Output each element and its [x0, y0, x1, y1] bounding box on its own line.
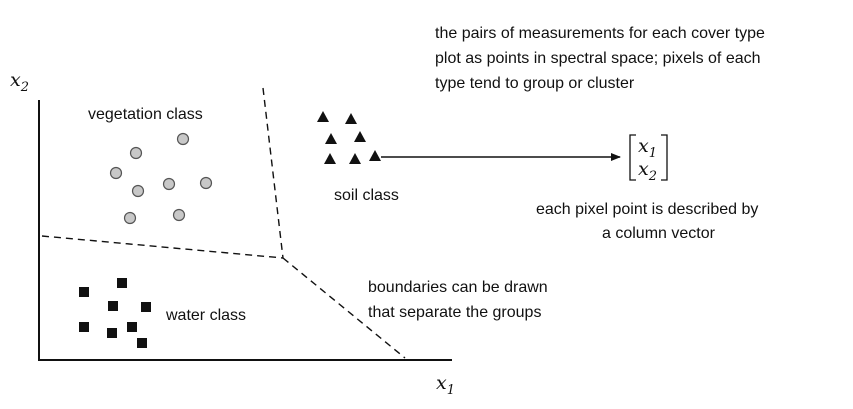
vector-explanation-line: a column vector	[602, 225, 716, 242]
water-point	[117, 278, 127, 288]
vegetation-point	[176, 132, 190, 146]
left-bracket	[629, 134, 636, 181]
boundary-vegetation-soil	[262, 87, 284, 259]
water-point	[79, 322, 89, 332]
vegetation-point	[172, 208, 186, 222]
vegetation-point	[129, 146, 143, 160]
soil-point	[324, 153, 336, 164]
water-point	[108, 301, 118, 311]
soil-cluster	[317, 111, 381, 164]
vegetation-point	[162, 177, 176, 191]
decision-boundaries	[41, 87, 406, 359]
x-axis-label: x1	[436, 372, 455, 398]
vegetation-class-label: vegetation class	[88, 106, 203, 123]
y-axis-label: x2	[10, 69, 29, 95]
column-vector: x1 x2	[629, 134, 668, 184]
water-point	[137, 338, 147, 348]
water-point	[141, 302, 151, 312]
vegetation-point	[109, 166, 123, 180]
soil-point	[345, 113, 357, 124]
soil-point	[325, 133, 337, 144]
water-point	[107, 328, 117, 338]
cluster-explanation-line: the pairs of measurements for each cover…	[435, 25, 765, 42]
boundary-explanation: boundaries can be drawn that separate th…	[368, 279, 548, 321]
vegetation-point	[123, 211, 137, 225]
soil-class-label: soil class	[334, 187, 399, 204]
water-point	[79, 287, 89, 297]
boundary-vegetation-water	[41, 235, 284, 259]
boundary-explanation-line: that separate the groups	[368, 304, 541, 321]
vector-bottom-entry: x2	[638, 158, 657, 184]
vector-top-entry: x1	[638, 135, 657, 161]
vegetation-cluster	[109, 132, 213, 225]
vector-explanation-line: each pixel point is described by	[536, 201, 758, 218]
water-cluster	[79, 278, 151, 348]
cluster-explanation: the pairs of measurements for each cover…	[435, 25, 765, 92]
soil-point	[317, 111, 329, 122]
vegetation-point	[131, 184, 145, 198]
soil-point	[349, 153, 361, 164]
soil-point	[369, 150, 381, 161]
right-bracket	[661, 134, 668, 181]
soil-point	[354, 131, 366, 142]
water-class-label: water class	[165, 307, 246, 324]
water-point	[127, 322, 137, 332]
boundary-soil-water	[282, 257, 406, 359]
vegetation-point	[199, 176, 213, 190]
cluster-explanation-line: plot as points in spectral space; pixels…	[435, 50, 761, 67]
vector-explanation: each pixel point is described by a colum…	[536, 201, 758, 242]
boundary-explanation-line: boundaries can be drawn	[368, 279, 548, 296]
cluster-explanation-line: type tend to group or cluster	[435, 75, 635, 92]
